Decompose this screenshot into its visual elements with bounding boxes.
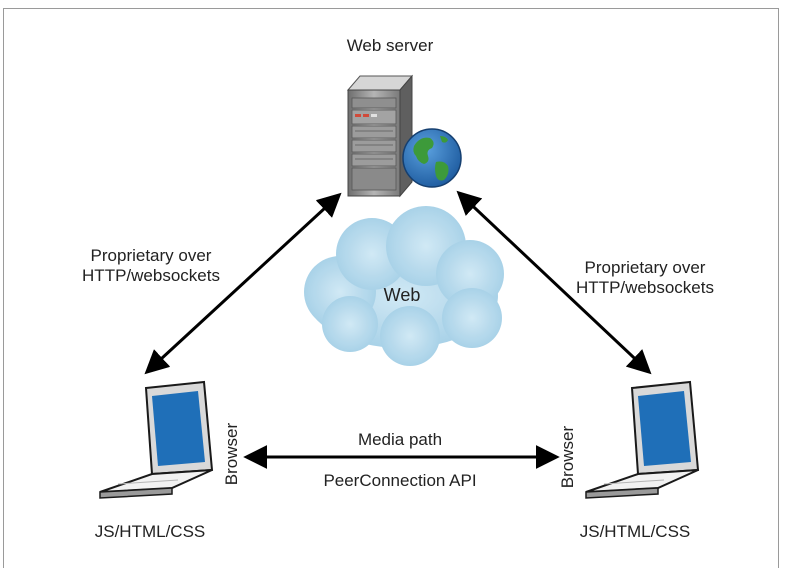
left-link-arrow [144,192,342,375]
left-link-label: Proprietary over HTTP/websockets [82,246,220,285]
left-browser-label: Browser [222,422,241,486]
right-stack-label: JS/HTML/CSS [579,522,691,541]
right-laptop-icon [585,380,700,499]
media-path-label: Media path [357,430,443,449]
right-browser-label: Browser [558,425,577,489]
web-server-label: Web server [346,36,434,55]
web-cloud-icon [304,206,504,366]
web-cloud-label: Web [383,285,421,305]
left-stack-label: JS/HTML/CSS [94,522,206,541]
right-link-arrow [456,190,652,375]
left-laptop-icon [99,380,214,499]
diagram-frame [3,8,779,568]
right-link-label: Proprietary over HTTP/websockets [576,258,714,297]
web-server-icon [346,74,414,198]
globe-icon [402,128,462,188]
peerconnection-api-label: PeerConnection API [323,471,477,490]
